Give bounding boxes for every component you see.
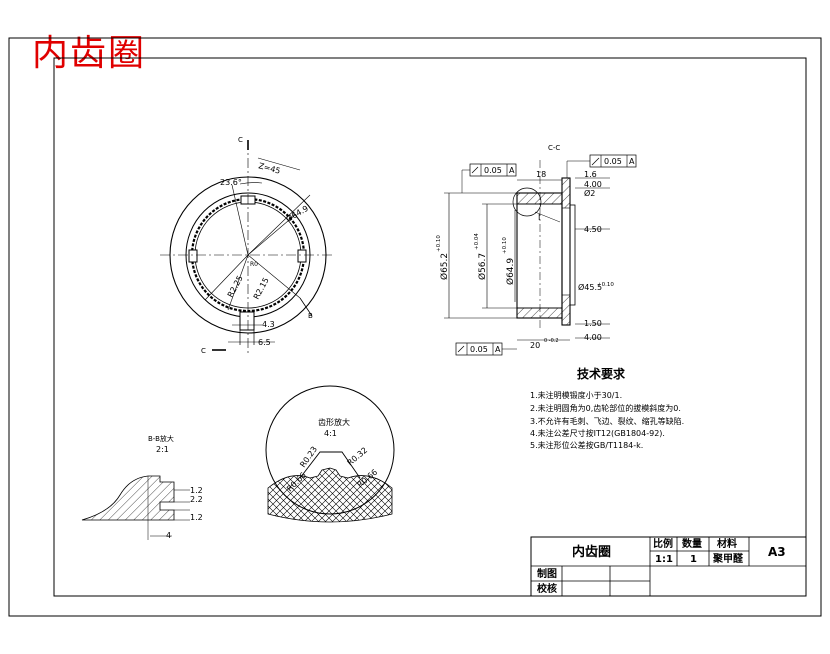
label-43: 4.3 — [262, 320, 275, 329]
bb-detail: B-B放大 2:1 1.2 2.2 1.2 4 — [81, 434, 203, 540]
label-dia-649: Ø64.9 — [284, 203, 310, 224]
tb-part-name: 内齿圈 — [572, 544, 611, 560]
marker-b: B — [308, 312, 313, 320]
tb-checked-label: 校核 — [537, 582, 557, 595]
bb-title: B-B放大 — [148, 434, 174, 443]
outer-border — [8, 37, 822, 617]
label-16: 1.6 — [584, 170, 597, 179]
req-title: 技术要求 — [577, 366, 626, 381]
label-small: Ø45.5 — [578, 282, 602, 292]
gdt-bot-datum: A — [495, 345, 501, 354]
label-angle: 23.6° — [220, 178, 242, 187]
label-small-tol: +0.10 — [597, 282, 614, 288]
label-65: 6.5 — [258, 338, 271, 347]
tb-sheet-size: A3 — [768, 545, 786, 559]
label-cc: C-C — [548, 144, 560, 152]
detail-r032: R0.32 — [346, 446, 370, 468]
tb-drawn-label: 制图 — [537, 567, 557, 580]
label-width-tol: 0 -0.2 — [544, 338, 559, 344]
gdt-perp-datum: A — [629, 157, 635, 166]
label-r225: R2.25 — [226, 274, 245, 299]
gdt-bottom: 0.05 A — [455, 342, 517, 356]
req-item-5: 5.未注形位公差按GB/T1184-k. — [530, 440, 643, 450]
req-item-1: 1.未注明模锻度小于30/1. — [530, 390, 622, 400]
label-mid-tol: +0.04 — [474, 233, 480, 250]
tb-qty-label: 数量 — [682, 537, 702, 550]
title-block: 内齿圈 比例 数量 材料 1:1 1 聚甲醛 A3 制图 校核 — [530, 536, 807, 597]
detail-scale: 4:1 — [324, 429, 337, 438]
tb-material-label: 材料 — [717, 537, 737, 550]
drawing-title: 内齿圈 — [32, 33, 147, 74]
req-item-4: 4.未注公差尺寸按IT12(GB1804-92). — [530, 428, 665, 438]
technical-requirements: 技术要求 1.未注明模锻度小于30/1. 2.未注明圆角为0,齿轮部位的拔模斜度… — [530, 366, 684, 450]
gdt-flatness: 0.05 A — [461, 163, 517, 193]
bb-dim-12-top: 1.2 — [190, 486, 203, 495]
gdt-perp-value: 0.05 — [604, 157, 622, 166]
gdt-flat-datum: A — [509, 166, 515, 175]
label-400-top: 4.00 — [584, 180, 602, 189]
tb-scale-value: 1:1 — [655, 554, 673, 565]
tb-material-value: 聚甲醛 — [712, 552, 744, 565]
marker-c-bottom: C — [201, 347, 206, 355]
req-item-3: 3.不允许有毛刺、飞边、裂纹、缩孔等缺陷. — [530, 416, 684, 426]
label-od: Ø65.2 — [439, 253, 450, 280]
label-detail-i: I — [538, 213, 540, 222]
inner-border — [53, 57, 807, 597]
bb-dim-22: 2.2 — [190, 495, 203, 504]
section-view: C-C I Ø65.2 +0.10 Ø56.7 +0.04 Ø64.9 +0.1… — [436, 144, 637, 356]
bb-dim-4: 4 — [166, 531, 171, 540]
label-r215: R2.15 — [252, 276, 271, 301]
label-r0: R0 — [250, 261, 258, 268]
label-150: 1.50 — [584, 319, 602, 328]
detail-title: 齿形放大 — [318, 417, 350, 427]
gdt-flat-value: 0.05 — [484, 166, 502, 175]
tooth-detail: 齿形放大 4:1 R0.23 R0.32 R0.66 R0.66 — [265, 385, 395, 523]
label-id-tol: +0.10 — [502, 237, 508, 254]
gdt-bot-value: 0.05 — [470, 345, 488, 354]
bb-dim-12-bot: 1.2 — [190, 513, 203, 522]
tb-scale-label: 比例 — [653, 537, 673, 550]
label-mid: Ø56.7 — [477, 253, 488, 280]
label-od-tol: +0.10 — [436, 235, 442, 252]
label-400-bot: 4.00 — [584, 333, 602, 342]
label-cham: Ø2 — [584, 188, 595, 198]
gdt-perpendicular: 0.05 A — [566, 154, 637, 178]
label-width: 20 — [530, 341, 540, 350]
label-id: Ø64.9 — [505, 258, 516, 285]
front-view: C C B Z=45 23.6° Ø64.9 R0 R2.25 R2.15 4.… — [160, 136, 335, 355]
bb-scale: 2:1 — [156, 445, 169, 454]
marker-c-top: C — [238, 136, 243, 144]
label-450: 4.50 — [584, 225, 602, 234]
tb-qty-value: 1 — [690, 554, 697, 565]
req-item-2: 2.未注明圆角为0,齿轮部位的拔模斜度为0. — [530, 403, 681, 413]
label-18: 18 — [536, 170, 546, 179]
